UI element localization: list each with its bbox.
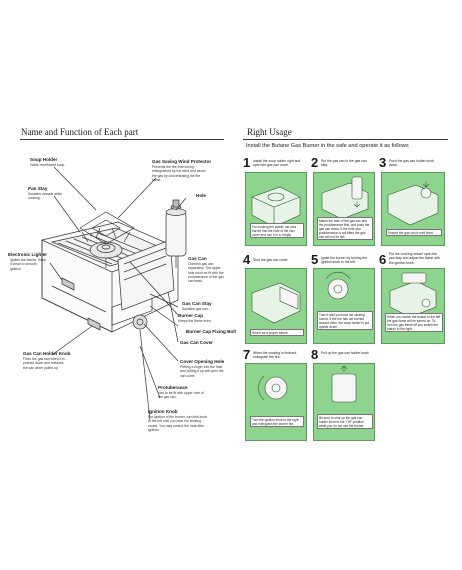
part-desc-gas-can-holder-knob: Fixes the gas can when it is pushed down… bbox=[23, 357, 65, 370]
step-7-note: Turn the ignition knob to the right and … bbox=[250, 416, 304, 427]
right-section-title: Right Usage bbox=[247, 127, 292, 137]
part-label-gas-can-stay: Gas Can Stay bbox=[182, 301, 212, 306]
left-section-title: Name and Function of Each part bbox=[21, 127, 139, 137]
step-8-illustration: Be sure to shut up the gas can holder kn… bbox=[313, 363, 375, 441]
step-3-number: 3 bbox=[379, 155, 387, 170]
part-desc-ignition-knob: For ignition of the burner, turn this kn… bbox=[148, 415, 207, 432]
step-7-number: 7 bbox=[243, 347, 251, 362]
step-8-number: 8 bbox=[311, 347, 319, 362]
step-4-illustration: Shut it as a proper above. bbox=[245, 268, 307, 344]
step-5-text: Ignite the burner by turning the ignitio… bbox=[321, 256, 368, 265]
step-6-text: Put the cooking vessel upon the pan stay… bbox=[389, 252, 441, 265]
left-title-rule bbox=[20, 139, 224, 140]
part-desc-electronic-lighter: Ignites the burner. Keep it clean to smo… bbox=[10, 258, 47, 271]
step-7-illustration: Turn the ignition knob to the right and … bbox=[245, 363, 307, 441]
step-6-note: When you switch the button to the left t… bbox=[385, 313, 443, 332]
part-desc-pan-stay: Sustains vessels while cooking. bbox=[28, 192, 62, 201]
step-7-text: When the cooking is finished, extinguish… bbox=[253, 351, 298, 360]
part-label-electronic-lighter: Electronic Lighter bbox=[8, 252, 48, 257]
step-4-text: Shut the gas can cover. bbox=[253, 258, 289, 262]
part-desc-protuberance: Has to be fit with upper hole of the gas… bbox=[158, 391, 204, 400]
part-label-gas-saving-wind-protector: Gas Saving Wind Protector bbox=[152, 159, 212, 164]
part-label-soup-holder: Soup Holder bbox=[30, 157, 58, 162]
step-2-number: 2 bbox=[311, 155, 319, 170]
part-label-burner-cap: Burner Cap bbox=[178, 313, 204, 318]
step-3-note: Ensure the gas can is well fixed. bbox=[386, 229, 442, 236]
part-label-cover-opening-hole: Cover Opening Hole bbox=[180, 359, 225, 364]
part-desc-cover-opening-hole: Putting a finger into the hole and pulli… bbox=[180, 365, 224, 378]
step-5-note: Turn it until you hear the clicking soun… bbox=[317, 311, 373, 330]
step-1-note: For cooking the power, set your burner i… bbox=[250, 223, 304, 238]
part-desc-gas-can: Connect gas can separately. The upper ho… bbox=[188, 262, 224, 283]
part-label-hole: Hole bbox=[196, 193, 206, 198]
part-label-gas-can: Gas Can bbox=[188, 256, 207, 261]
step-4-number: 4 bbox=[243, 252, 251, 267]
step-2-text: Put the gas can in the gas can stay. bbox=[321, 159, 367, 168]
part-label-ignition-knob: Ignition Knob bbox=[148, 409, 178, 414]
step-8-note: Be sure to shut up the gas can holder kn… bbox=[317, 414, 373, 429]
part-label-burner-cap-fixing-bolt: Burner Cap Fixing Bolt bbox=[186, 329, 237, 334]
step-4-note: Shut it as a proper above. bbox=[250, 329, 304, 336]
right-title-rule bbox=[243, 139, 448, 140]
part-label-pan-stay: Pan Stay bbox=[28, 186, 48, 191]
part-label-gas-can-holder-knob: Gas Can Holder Knob bbox=[23, 351, 71, 356]
part-desc-soup-holder: Holds overflowed soup. bbox=[30, 163, 66, 167]
step-5-illustration: Turn it until you hear the clicking soun… bbox=[313, 268, 375, 344]
step-8-text: Pull up the gas can holder knob. bbox=[321, 351, 370, 355]
step-6-illustration: When you switch the button to the left t… bbox=[381, 268, 445, 344]
step-2-note: Match the hole of the gas can and the pr… bbox=[317, 217, 373, 240]
step-2-illustration: Match the hole of the gas can and the pr… bbox=[313, 172, 375, 246]
step-6-number: 6 bbox=[379, 252, 387, 267]
part-label-protuberance: Protuberance bbox=[158, 385, 188, 390]
part-desc-burner-cap: Keeps the flame even. bbox=[178, 319, 212, 323]
step-5-number: 5 bbox=[311, 252, 319, 267]
step-1-text: Install the soup holder right and open t… bbox=[253, 159, 301, 168]
part-desc-gas-saving-wind-protector: Prevents the fire from being extinguishe… bbox=[152, 165, 206, 182]
step-1-illustration: For cooking the power, set your burner i… bbox=[245, 172, 307, 246]
step-3-illustration: Ensure the gas can is well fixed. bbox=[381, 172, 445, 246]
part-desc-gas-can-stay: Sustains gas can. bbox=[182, 307, 209, 311]
right-subtitle: Install the Butane Gas Burner in the saf… bbox=[246, 143, 409, 149]
step-3-text: Push the gas can holder knob down. bbox=[389, 159, 434, 168]
part-label-gas-can-cover: Gas Can Cover bbox=[180, 340, 213, 345]
step-1-number: 1 bbox=[243, 155, 251, 170]
